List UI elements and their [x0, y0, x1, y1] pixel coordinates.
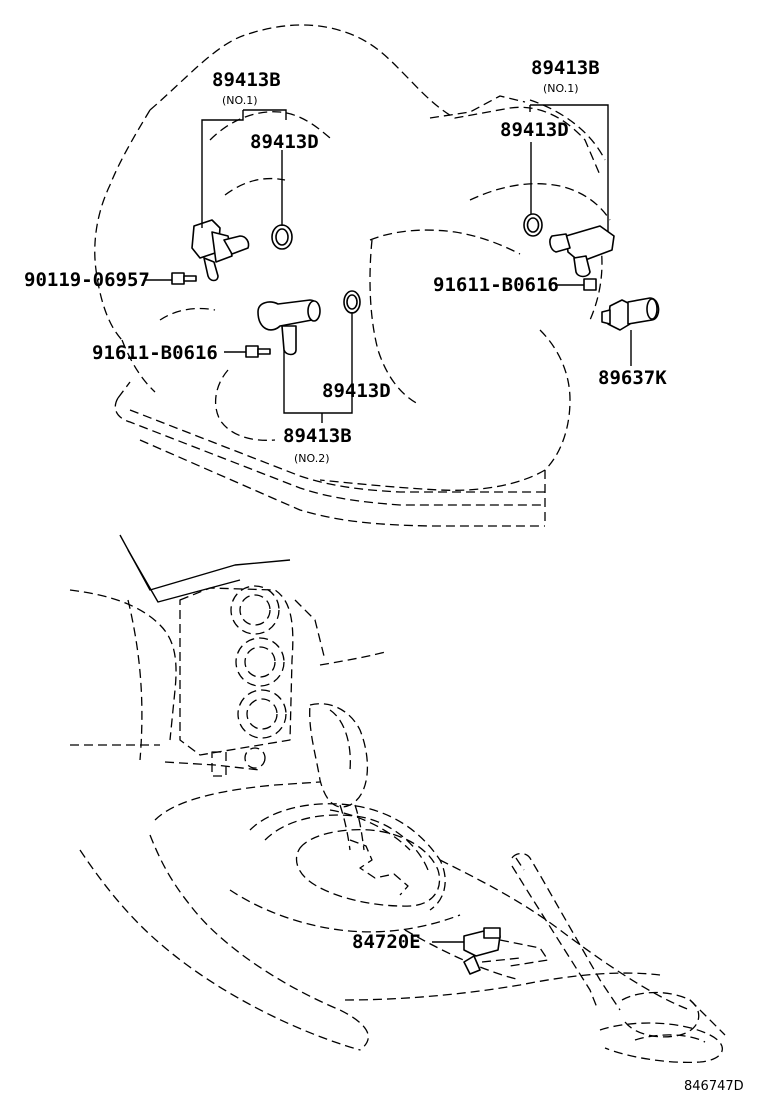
- dashboard-outline: [69, 534, 386, 771]
- oil-pressure-switch-89637K: [601, 297, 660, 331]
- bolt-left-icon: [171, 272, 197, 285]
- label-90119-06957: 90119-06957: [24, 269, 150, 291]
- label-91611-B0616-middle: 91611-B0616: [92, 342, 218, 364]
- speed-sensor-no2-middle: [257, 299, 321, 356]
- bolt-right-icon: [583, 278, 597, 291]
- parking-brake-lever: [511, 852, 700, 1038]
- o-ring-middle: [343, 290, 361, 314]
- label-note-no2: (NO.2): [294, 452, 330, 465]
- leader-lines-transmission: [145, 104, 632, 423]
- shift-gate-plate: [295, 829, 441, 907]
- o-ring-left: [271, 224, 293, 250]
- bolt-middle-icon: [245, 345, 271, 358]
- figure-code: 846747D: [684, 1079, 744, 1094]
- label-note-no1-right: (NO.1): [543, 82, 579, 95]
- label-89413D-top-right: 89413D: [500, 119, 569, 141]
- o-ring-right: [523, 213, 543, 237]
- label-89637K: 89637K: [598, 367, 667, 389]
- label-84720E: 84720E: [352, 931, 421, 953]
- shift-lever-knob: [309, 703, 369, 851]
- label-89413B-top-right: 89413B: [531, 57, 600, 79]
- label-89413D-middle: 89413D: [322, 380, 391, 402]
- transmission-oil-pan: [114, 381, 546, 527]
- label-89413D-top-left: 89413D: [250, 131, 319, 153]
- label-89413B-top-left: 89413B: [212, 69, 281, 91]
- label-91611-B0616-right: 91611-B0616: [433, 274, 559, 296]
- cup-holder: [599, 999, 726, 1064]
- hvac-control-knobs: [211, 585, 287, 777]
- transmission-housing-outline: [94, 24, 611, 491]
- center-console-outline: [79, 781, 691, 1051]
- label-note-no1-left: (NO.1): [222, 94, 258, 107]
- label-89413B-middle: 89413B: [283, 425, 352, 447]
- speed-sensor-no1-right: [549, 225, 615, 278]
- speed-sensor-no1-left: [191, 219, 250, 282]
- shift-position-switch-84720E: [463, 927, 549, 975]
